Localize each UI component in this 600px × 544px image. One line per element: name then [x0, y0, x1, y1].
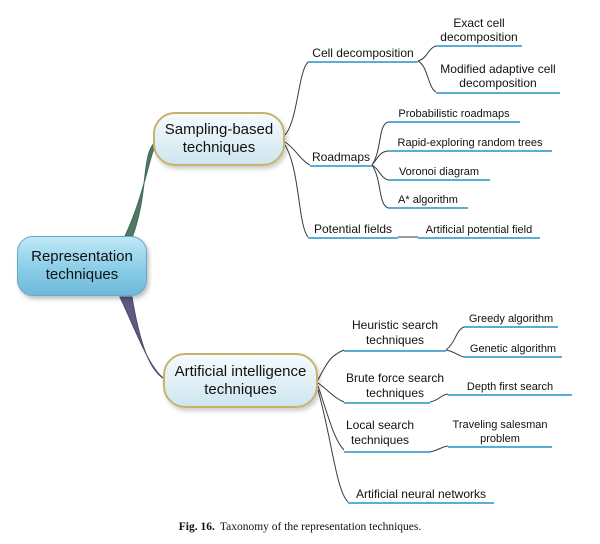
conn-rrt: [371, 150, 389, 166]
root-line-1: Representation: [31, 248, 133, 265]
leaf-modified-adaptive-cell-decomposition: Modified adaptive cell decomposition: [436, 62, 560, 90]
branch-ai-line-1: Artificial intelligence: [174, 362, 307, 380]
figure-caption-text: Taxonomy of the representation technique…: [219, 521, 422, 533]
conn-exact-cell: [417, 45, 437, 62]
heuristic-line-1: Heuristic search: [351, 318, 439, 332]
figure-caption: Fig. 16. Taxonomy of the representation t…: [0, 521, 600, 533]
brute-line-2: techniques: [365, 386, 425, 400]
leaf-modified-line-2: decomposition: [459, 76, 537, 90]
leaf-probabilistic-roadmaps: Probabilistic roadmaps: [398, 108, 510, 120]
subtopic-brute-force-search: Brute force search techniques: [344, 371, 446, 401]
leaf-traveling-salesman-problem: Traveling salesman problem: [448, 418, 552, 446]
leaf-modified-line-1: Modified adaptive cell: [440, 62, 556, 76]
trunk-ai: [119, 296, 167, 381]
subtopic-potential-fields: Potential fields: [313, 222, 393, 236]
leaf-exact-line-2: decomposition: [440, 30, 518, 44]
leaf-voronoi-diagram: Voronoi diagram: [398, 166, 480, 178]
tsp-line-2: problem: [480, 433, 520, 445]
conn-brute: [317, 382, 345, 403]
conn-tsp: [429, 445, 449, 453]
conn-astar: [371, 164, 389, 209]
leaf-greedy-algorithm: Greedy algorithm: [468, 313, 554, 325]
branch-node-artificial-intelligence: Artificial intelligence techniques: [163, 353, 318, 408]
local-line-1: Local search: [345, 418, 415, 432]
leaf-artificial-potential-field: Artificial potential field: [425, 224, 533, 236]
conn-greedy: [445, 326, 465, 351]
conn-genetic: [445, 349, 465, 358]
conn-local: [317, 385, 345, 451]
leaf-a-star-algorithm: A* algorithm: [398, 194, 458, 206]
branch-node-sampling-based: Sampling-based techniques: [153, 112, 285, 166]
trunk-sampling: [123, 139, 159, 239]
leaf-exact-cell-decomposition: Exact cell decomposition: [436, 16, 522, 44]
heuristic-line-2: techniques: [365, 333, 425, 347]
brute-line-1: Brute force search: [345, 371, 445, 385]
subtopic-roadmaps: Roadmaps: [311, 150, 371, 164]
branch-sampling-line-1: Sampling-based: [164, 121, 274, 138]
conn-potential-fields: [284, 144, 309, 238]
root-line-2: techniques: [45, 266, 119, 283]
leaf-genetic-algorithm: Genetic algorithm: [469, 343, 557, 355]
branch-sampling-line-2: techniques: [182, 139, 256, 156]
conn-ann: [317, 389, 349, 503]
subtopic-cell-decomposition: Cell decomposition: [312, 46, 414, 60]
leaf-depth-first-search: Depth first search: [466, 381, 554, 393]
root-node-representation-techniques: Representation techniques: [17, 236, 147, 296]
local-line-2: techniques: [350, 433, 410, 447]
leaf-exact-line-1: Exact cell: [453, 16, 505, 30]
conn-prm: [371, 121, 389, 166]
conn-cell-decomposition: [284, 61, 309, 136]
leaf-rapid-exploring-random-trees: Rapid-exploring random trees: [397, 137, 543, 149]
conn-roadmaps: [284, 141, 311, 166]
tsp-line-1: Traveling salesman: [452, 419, 548, 431]
subtopic-local-search: Local search techniques: [344, 418, 416, 448]
branch-ai-line-2: techniques: [204, 380, 277, 398]
underlines: [308, 45, 572, 504]
figure-number: Fig. 16.: [178, 521, 215, 533]
conn-voronoi: [371, 164, 389, 181]
conn-heuristic: [317, 349, 345, 381]
conn-modified-cell: [417, 60, 437, 93]
subtopic-artificial-neural-networks: Artificial neural networks: [355, 487, 487, 501]
subtopic-heuristic-search: Heuristic search techniques: [344, 318, 446, 348]
conn-dfs: [429, 393, 449, 403]
